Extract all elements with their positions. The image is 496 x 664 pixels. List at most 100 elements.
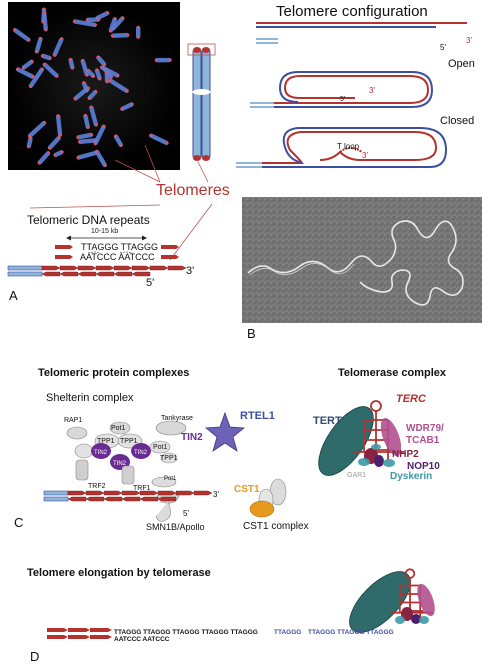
end-3-label: 3': [186, 265, 194, 277]
base-pair-dashes: [87, 251, 133, 254]
shelterin-end-3: 3': [213, 490, 219, 499]
elongation-seq-bottom: AATCCC AATCCC: [114, 636, 170, 643]
repeat-segment: [85, 496, 105, 502]
repeat-segment: [139, 490, 159, 496]
repeat-segment: [131, 265, 151, 271]
smn1b-protein: [155, 501, 171, 522]
loop-end-5: 5': [340, 96, 345, 103]
chromosome: [85, 17, 101, 23]
open-label: Open: [448, 58, 475, 70]
repeat-segment: [59, 271, 79, 277]
repeat-segment: [77, 265, 97, 271]
repeat-segment: [175, 490, 195, 496]
telomeres-label: Telomeres: [156, 182, 230, 199]
chromosome: [56, 114, 63, 137]
nop10-label: NOP10: [407, 461, 440, 472]
elongation-seq-black: TTAGGG TTAGGG TTAGGG TTAGGG TTAGGG: [114, 629, 258, 636]
chromosome: [100, 65, 120, 78]
chromosome: [94, 149, 107, 168]
chromosome-group: [13, 7, 172, 168]
panel-d-label: D: [30, 649, 39, 664]
chromosome: [13, 28, 31, 42]
chromosome: [53, 150, 64, 158]
tpp1-label-a: TPP1: [97, 438, 115, 445]
chromosome: [42, 62, 59, 78]
repeat-segment: [193, 490, 213, 496]
chromosome: [83, 113, 90, 130]
panel-a: Telomeres Telomeric DNA repeats 10-15 kb…: [7, 2, 230, 303]
cst1-complex: [249, 478, 287, 518]
chromosome: [108, 78, 129, 93]
terc-label: TERC: [396, 393, 427, 405]
repeat-arrow-bottom-left: [55, 255, 73, 259]
pot1-label-c: Pot1: [164, 476, 177, 482]
chromosome: [52, 37, 64, 57]
tin2-label-c: TIN2: [113, 461, 127, 467]
chromosome: [26, 136, 33, 149]
chromosome: [76, 132, 94, 140]
pot1-label-a: Pot1: [111, 425, 126, 432]
dna-filament: [247, 220, 464, 306]
cst1-complex-label: CST1 complex: [243, 521, 309, 532]
repeat-segment: [113, 271, 133, 277]
t-loop: [236, 127, 448, 168]
repeat-arrow-top-left: [55, 245, 73, 249]
t-loop-end-3: 3': [362, 151, 368, 160]
gar1-label: GAR1: [347, 472, 366, 479]
shelterin-title: Shelterin complex: [46, 392, 134, 404]
chromosome: [120, 102, 134, 111]
chromosome: [89, 105, 99, 127]
elongation-seq-blue-1: TTAGGG: [274, 629, 301, 636]
chromosome: [104, 71, 110, 84]
chromosome: [96, 55, 107, 67]
open-end-5: 5': [440, 43, 446, 52]
rap1-label: RAP1: [64, 417, 82, 424]
chromosome: [87, 90, 98, 100]
open-telomere-bar-bottom: [256, 42, 278, 44]
chromosome: [94, 68, 102, 81]
rtel1-label: RTEL1: [240, 410, 275, 422]
repeat-segment: [103, 496, 123, 502]
chromosome: [113, 134, 123, 147]
wdr79-label-line2: TCAB1: [406, 435, 440, 446]
chromosome: [80, 58, 89, 77]
chromosome: [41, 11, 47, 24]
dna-strand: [7, 265, 187, 277]
tin2-label-b: TIN2: [134, 450, 148, 456]
trf2-label: TRF2: [88, 483, 106, 490]
chromosome: [135, 25, 141, 39]
cst1-label: CST1: [234, 484, 260, 495]
open-telomere-bar-top: [256, 38, 278, 40]
t-loop-electron-micrograph: [242, 197, 482, 323]
repeat-segment: [95, 265, 115, 271]
panel-b-title: Telomere configuration: [276, 3, 428, 20]
repeat-segment: [121, 496, 141, 502]
panel-b: Telomere configuration 3' 5' Open 5' 3' …: [236, 3, 482, 341]
tin2-callout: TIN2: [181, 432, 203, 443]
chromosome: [34, 36, 43, 54]
repeat-segment: [149, 265, 169, 271]
repeat-segment: [139, 496, 159, 502]
repeat-segment: [113, 265, 133, 271]
chromosome: [154, 57, 172, 63]
arrowhead-left: [66, 235, 71, 241]
length-label: 10-15 kb: [91, 228, 118, 235]
panel-d: Telomere elongation by telomerase TTAGGG…: [27, 567, 435, 664]
repeat-segment: [131, 271, 151, 277]
tpp1-label-b: TPP1: [120, 438, 138, 445]
chromosome: [149, 133, 169, 145]
chromosome: [21, 59, 34, 70]
chromosome: [15, 67, 35, 79]
smn1b-label: SMN1B/Apollo: [146, 522, 205, 532]
repeat-segment: [157, 490, 177, 496]
elongation-telomerase: [349, 568, 435, 633]
chromosome: [68, 57, 75, 70]
protein-complexes-title: Telomeric protein complexes: [38, 367, 189, 379]
end-5-label: 5': [146, 277, 154, 289]
tert-label: TERT: [313, 415, 342, 427]
chromosome: [28, 67, 44, 88]
chromosome: [110, 32, 130, 38]
chromosome: [72, 19, 97, 28]
panel-b-label: B: [247, 326, 256, 341]
shelterin-dna-strand: [43, 490, 213, 502]
